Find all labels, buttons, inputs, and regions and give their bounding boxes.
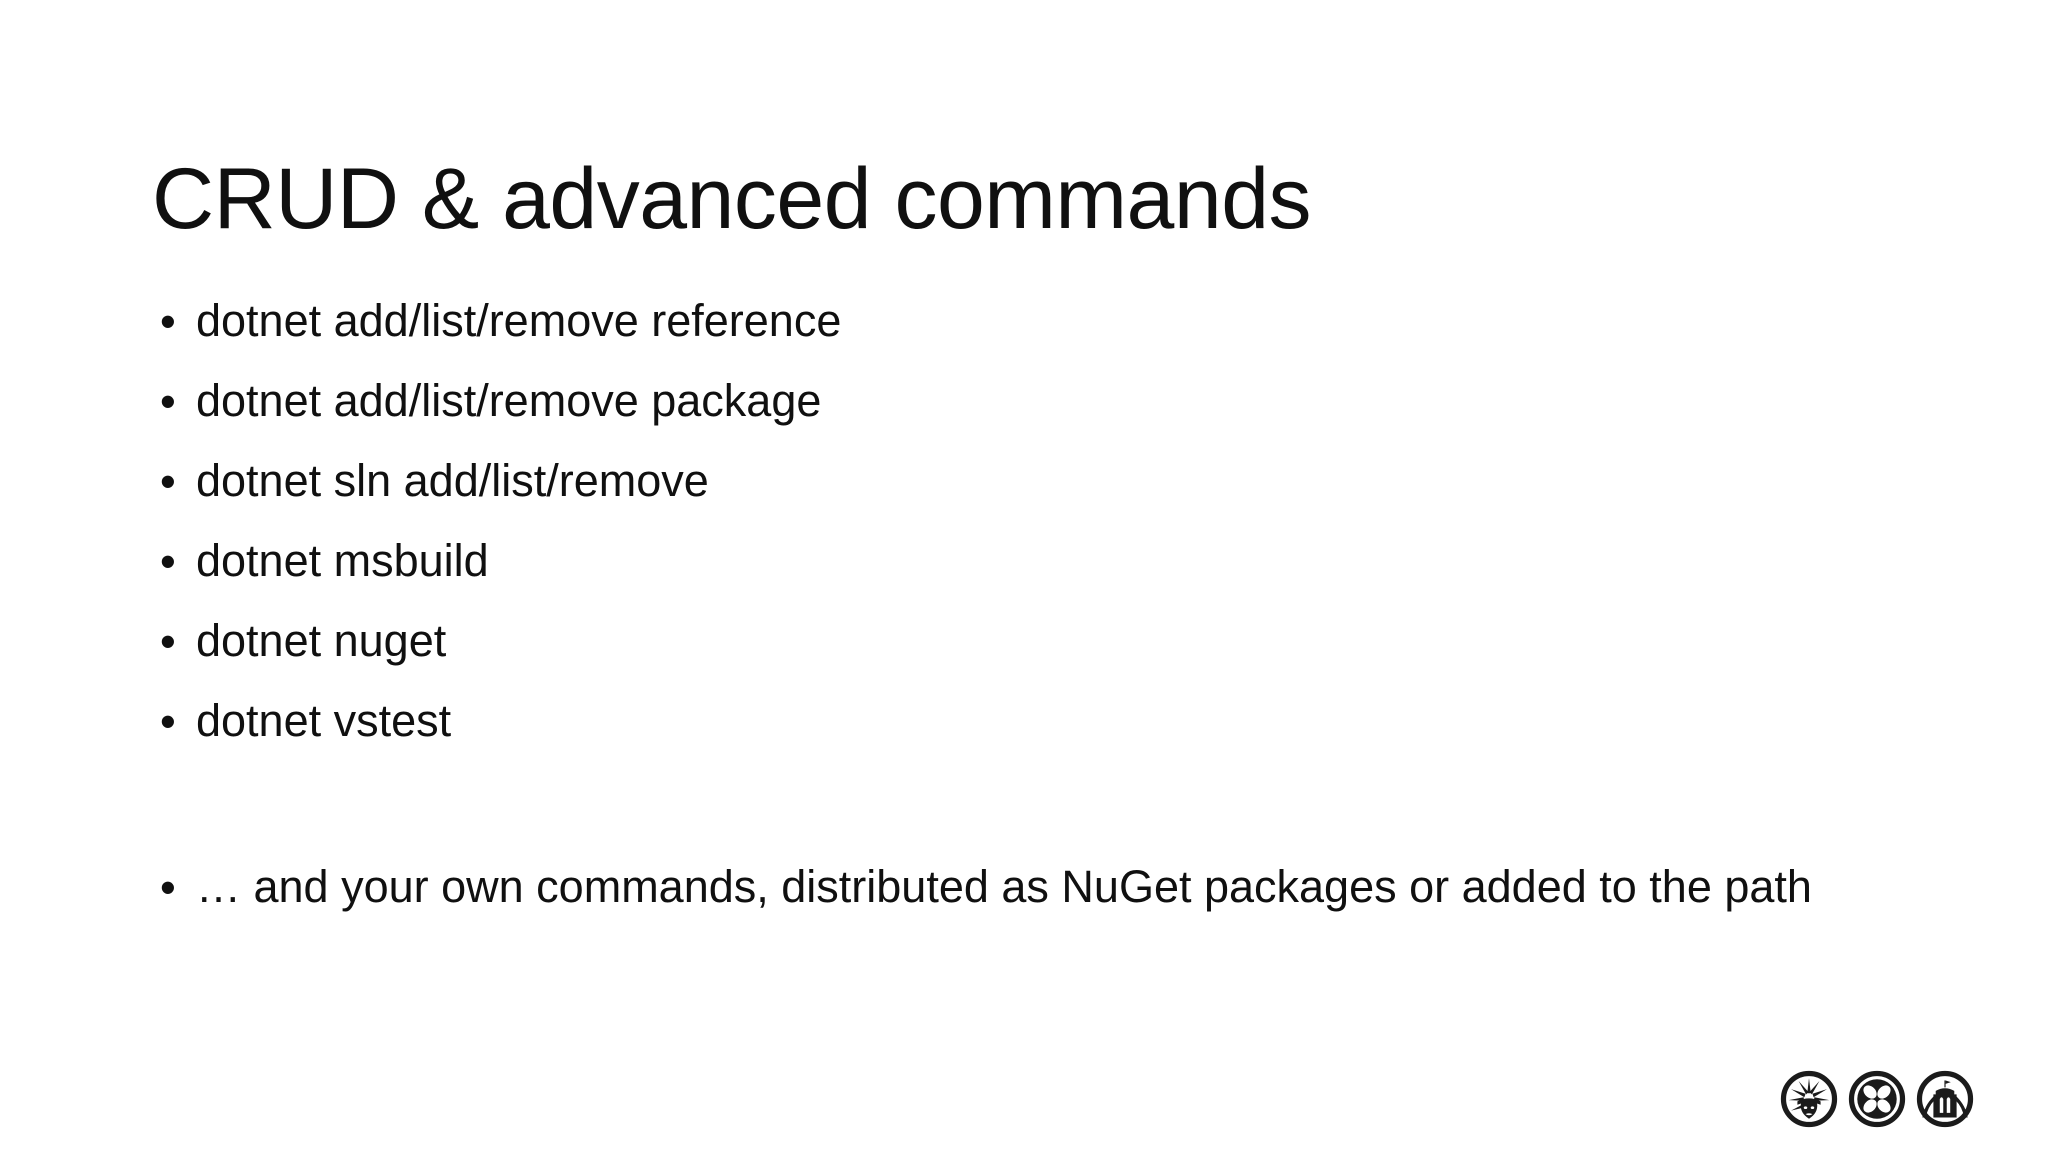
bullet-icon: • [160, 616, 176, 667]
four-petal-flower-logo [1848, 1070, 1906, 1128]
page-title: CRUD & advanced commands [152, 150, 1312, 247]
list-item-label: dotnet nuget [196, 615, 447, 666]
statue-of-liberty-logo [1780, 1070, 1838, 1128]
list-item: • dotnet add/list/remove package [160, 372, 1920, 432]
list-item-label: dotnet add/list/remove reference [196, 295, 842, 346]
list-spacer [160, 772, 1920, 858]
list-item-label: … and your own commands, distributed as … [196, 861, 1812, 912]
footer-logo-group [1780, 1070, 1974, 1128]
bullet-list: • dotnet add/list/remove reference • dot… [160, 292, 1920, 938]
list-item-final: • … and your own commands, distributed a… [160, 858, 1920, 918]
bullet-icon: • [160, 862, 176, 913]
bullet-icon: • [160, 696, 176, 747]
bullet-icon: • [160, 536, 176, 587]
brooklyn-bridge-logo [1916, 1070, 1974, 1128]
list-item: • dotnet msbuild [160, 532, 1920, 592]
list-item: • dotnet nuget [160, 612, 1920, 672]
bullet-icon: • [160, 456, 176, 507]
list-item-label: dotnet add/list/remove package [196, 375, 822, 426]
list-item: • dotnet vstest [160, 692, 1920, 752]
list-item: • dotnet add/list/remove reference [160, 292, 1920, 352]
bullet-icon: • [160, 376, 176, 427]
list-item: • dotnet sln add/list/remove [160, 452, 1920, 512]
bullet-icon: • [160, 296, 176, 347]
list-item-label: dotnet sln add/list/remove [196, 455, 709, 506]
list-item-label: dotnet vstest [196, 695, 452, 746]
list-item-label: dotnet msbuild [196, 535, 489, 586]
